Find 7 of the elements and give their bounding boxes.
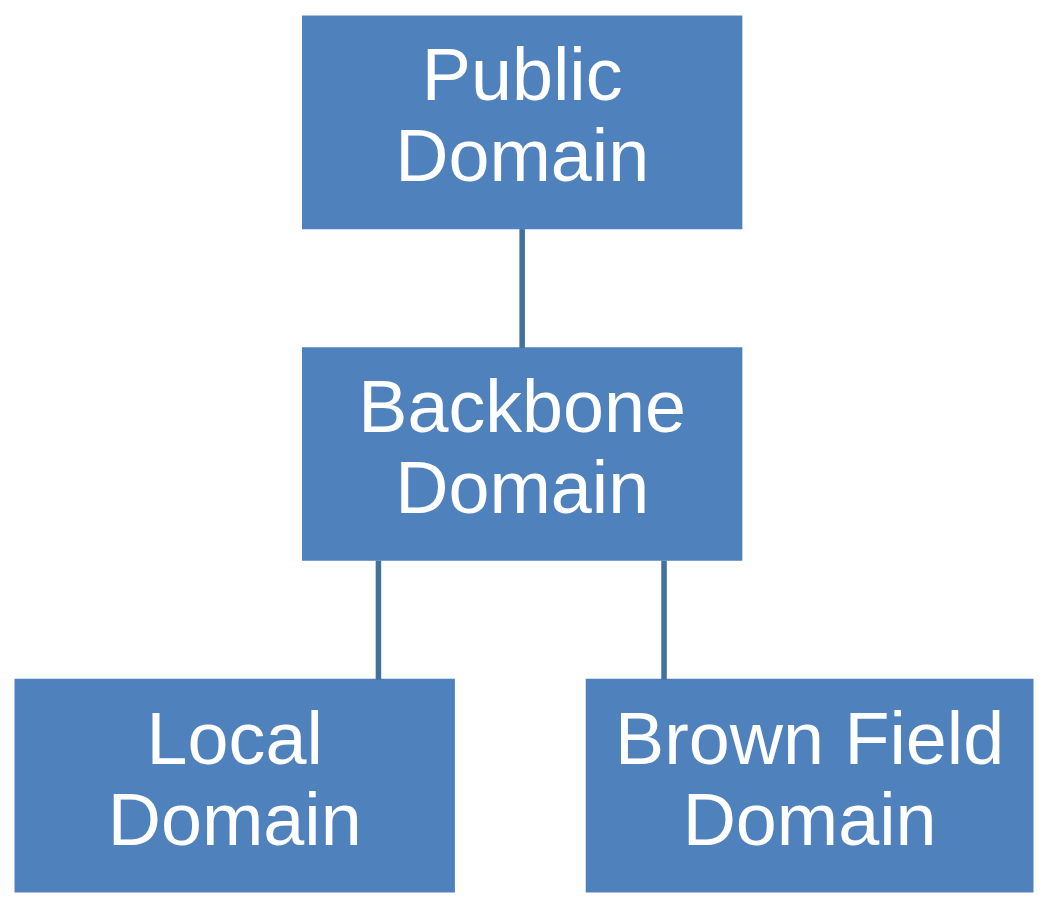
- node-box: Public Domain: [301, 15, 743, 230]
- connector: [519, 229, 525, 348]
- connector: [661, 560, 667, 680]
- node-box: Backbone Domain: [301, 347, 743, 561]
- node-box: Brown Field Domain: [585, 678, 1034, 893]
- connector: [375, 560, 382, 680]
- node-box: Local Domain: [14, 678, 455, 893]
